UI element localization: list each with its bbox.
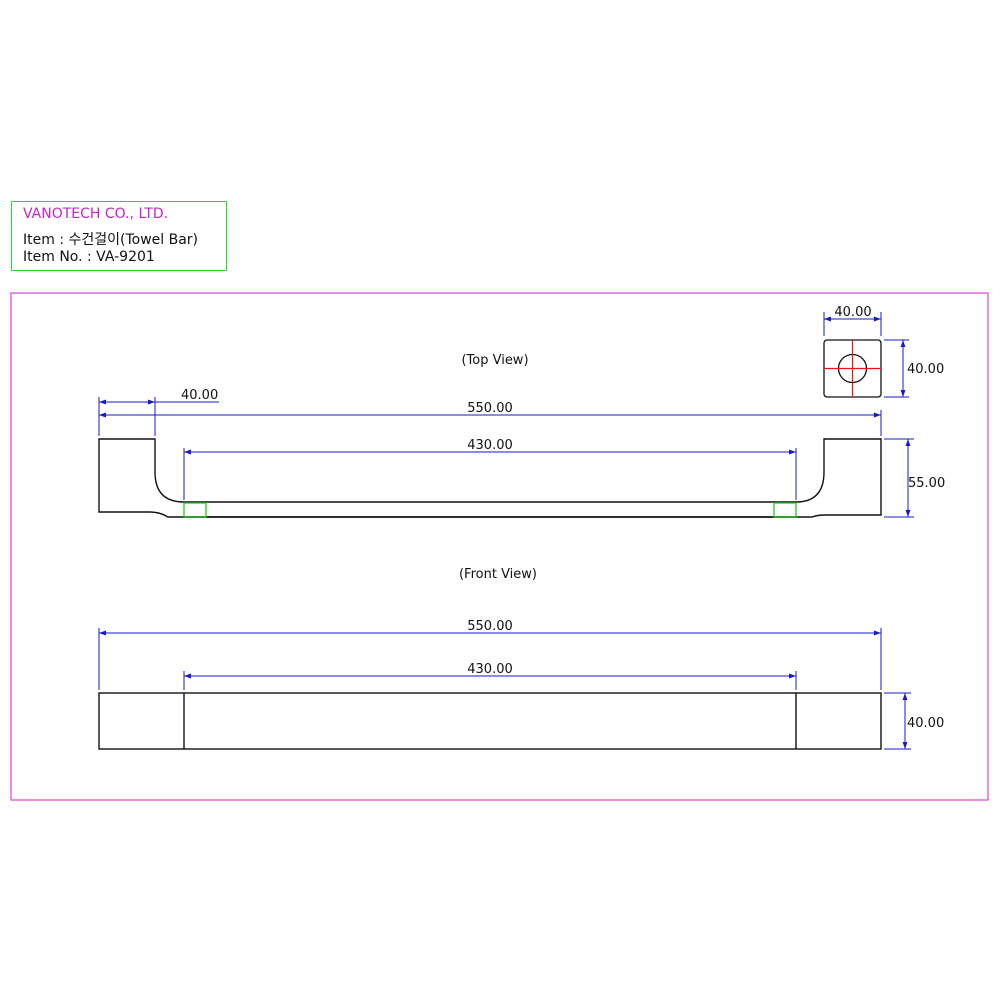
section-width-text: 40.00: [834, 305, 871, 320]
top-depth-text: 55.00: [908, 476, 945, 491]
front-height-text: 40.00: [907, 716, 944, 731]
front-inner-dimension: 430.00: [183, 662, 797, 690]
front-overall-dimension: 550.00: [98, 619, 882, 690]
top-overall-dimension: 550.00: [98, 397, 882, 436]
top-view-outline: [98, 438, 882, 518]
front-overall-text: 550.00: [467, 619, 513, 634]
company-name: VANOTECH CO., LTD.: [23, 206, 169, 222]
top-depth-dimension: 55.00: [884, 438, 945, 518]
top-end-width-text: 40.00: [181, 388, 218, 403]
top-inner-text: 430.00: [467, 438, 513, 453]
right-mount-marker: [773, 502, 797, 518]
top-end-width-dimension: 40.00: [99, 388, 219, 436]
title-block: VANOTECH CO., LTD. Item : 수건걸이(Towel Bar…: [11, 201, 227, 271]
front-view-outline: [98, 692, 882, 750]
top-inner-dimension: 430.00: [183, 438, 797, 500]
cross-section: [823, 339, 882, 398]
item-name: Item : 수건걸이(Towel Bar): [23, 232, 199, 248]
front-height-dimension: 40.00: [884, 692, 944, 750]
top-overall-text: 550.00: [467, 401, 513, 416]
drawing-frame: [10, 292, 989, 801]
left-mount-marker: [183, 502, 207, 518]
front-view-label: (Front View): [459, 567, 537, 582]
item-number: Item No. : VA-9201: [23, 249, 155, 265]
section-height-text: 40.00: [907, 362, 944, 377]
front-inner-text: 430.00: [467, 662, 513, 677]
section-height-dimension: 40.00: [884, 339, 944, 398]
top-view-label: (Top View): [461, 353, 528, 368]
section-width-dimension: 40.00: [823, 305, 882, 336]
